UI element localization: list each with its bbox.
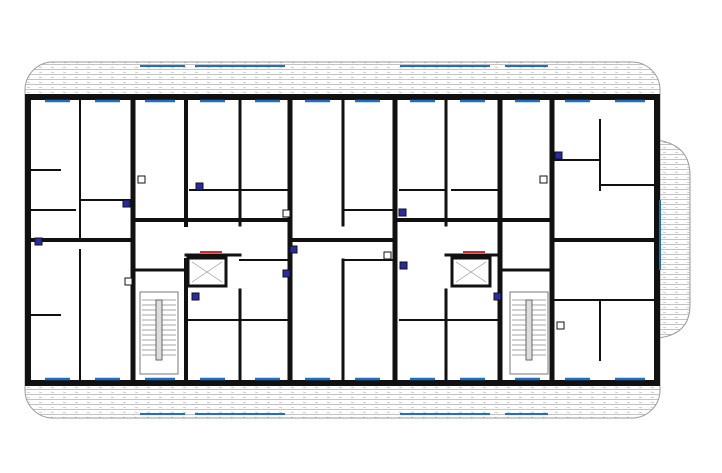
riser-box [195, 182, 204, 191]
elevator-cross [455, 261, 487, 283]
stair-outline [139, 291, 179, 375]
windows [45, 65, 661, 415]
riser-box [282, 269, 291, 278]
elevator-shaft [186, 256, 228, 288]
walls [25, 94, 660, 386]
riser-box [399, 261, 408, 270]
elevator-cross [191, 261, 223, 283]
riser-box [554, 151, 563, 160]
elevator-shaft [450, 256, 492, 288]
riser-box [122, 199, 131, 208]
riser-box [34, 237, 43, 246]
fixtures [34, 151, 565, 330]
stairwells [139, 291, 549, 375]
riser-box [556, 321, 565, 330]
stair-outline [509, 291, 549, 375]
riser-box [493, 292, 502, 301]
riser-box [289, 245, 298, 254]
riser-box [539, 175, 548, 184]
stair-core [525, 299, 533, 361]
riser-box [137, 175, 146, 184]
side-balcony [656, 139, 691, 339]
riser-box [398, 208, 407, 217]
riser-box [282, 209, 291, 218]
riser-box [124, 277, 133, 286]
riser-box [191, 292, 200, 301]
stair-core [155, 299, 163, 361]
riser-box [383, 251, 392, 260]
